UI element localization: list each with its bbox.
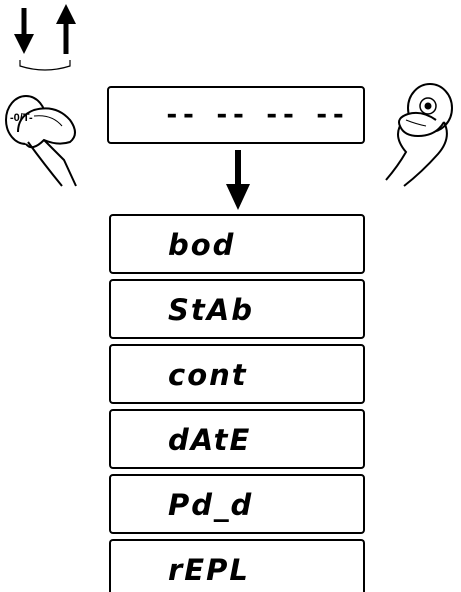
menu-item-label: bod bbox=[168, 228, 236, 262]
finger-press-icon bbox=[5, 95, 77, 187]
zero-tare-key-press[interactable]: -0/T- bbox=[4, 80, 94, 190]
menu-item-label: Pd_d bbox=[168, 488, 254, 522]
menu-item-date[interactable]: dAtE bbox=[109, 409, 365, 469]
down-up-arrows-icon bbox=[14, 4, 76, 71]
menu-item-repl[interactable]: rEPL bbox=[109, 539, 365, 592]
menu-item-cont[interactable]: cont bbox=[109, 344, 365, 404]
menu-item-label: dAtE bbox=[168, 423, 252, 457]
menu-item-label: rEPL bbox=[168, 553, 250, 587]
down-arrow-icon bbox=[226, 150, 250, 210]
menu-item-stab[interactable]: StAb bbox=[109, 279, 365, 339]
main-display-text: -- -- -- -- bbox=[164, 100, 348, 130]
main-display: -- -- -- -- bbox=[107, 86, 365, 144]
menu-item-bod[interactable]: bod bbox=[109, 214, 365, 274]
menu-item-label: cont bbox=[168, 358, 248, 392]
menu-item-label: StAb bbox=[168, 293, 254, 327]
menu-item-pd-d[interactable]: Pd_d bbox=[109, 474, 365, 534]
enter-key-press[interactable] bbox=[378, 78, 458, 188]
zero-tare-key-label: -0/T- bbox=[10, 112, 33, 124]
finger-press-icon bbox=[385, 83, 453, 187]
